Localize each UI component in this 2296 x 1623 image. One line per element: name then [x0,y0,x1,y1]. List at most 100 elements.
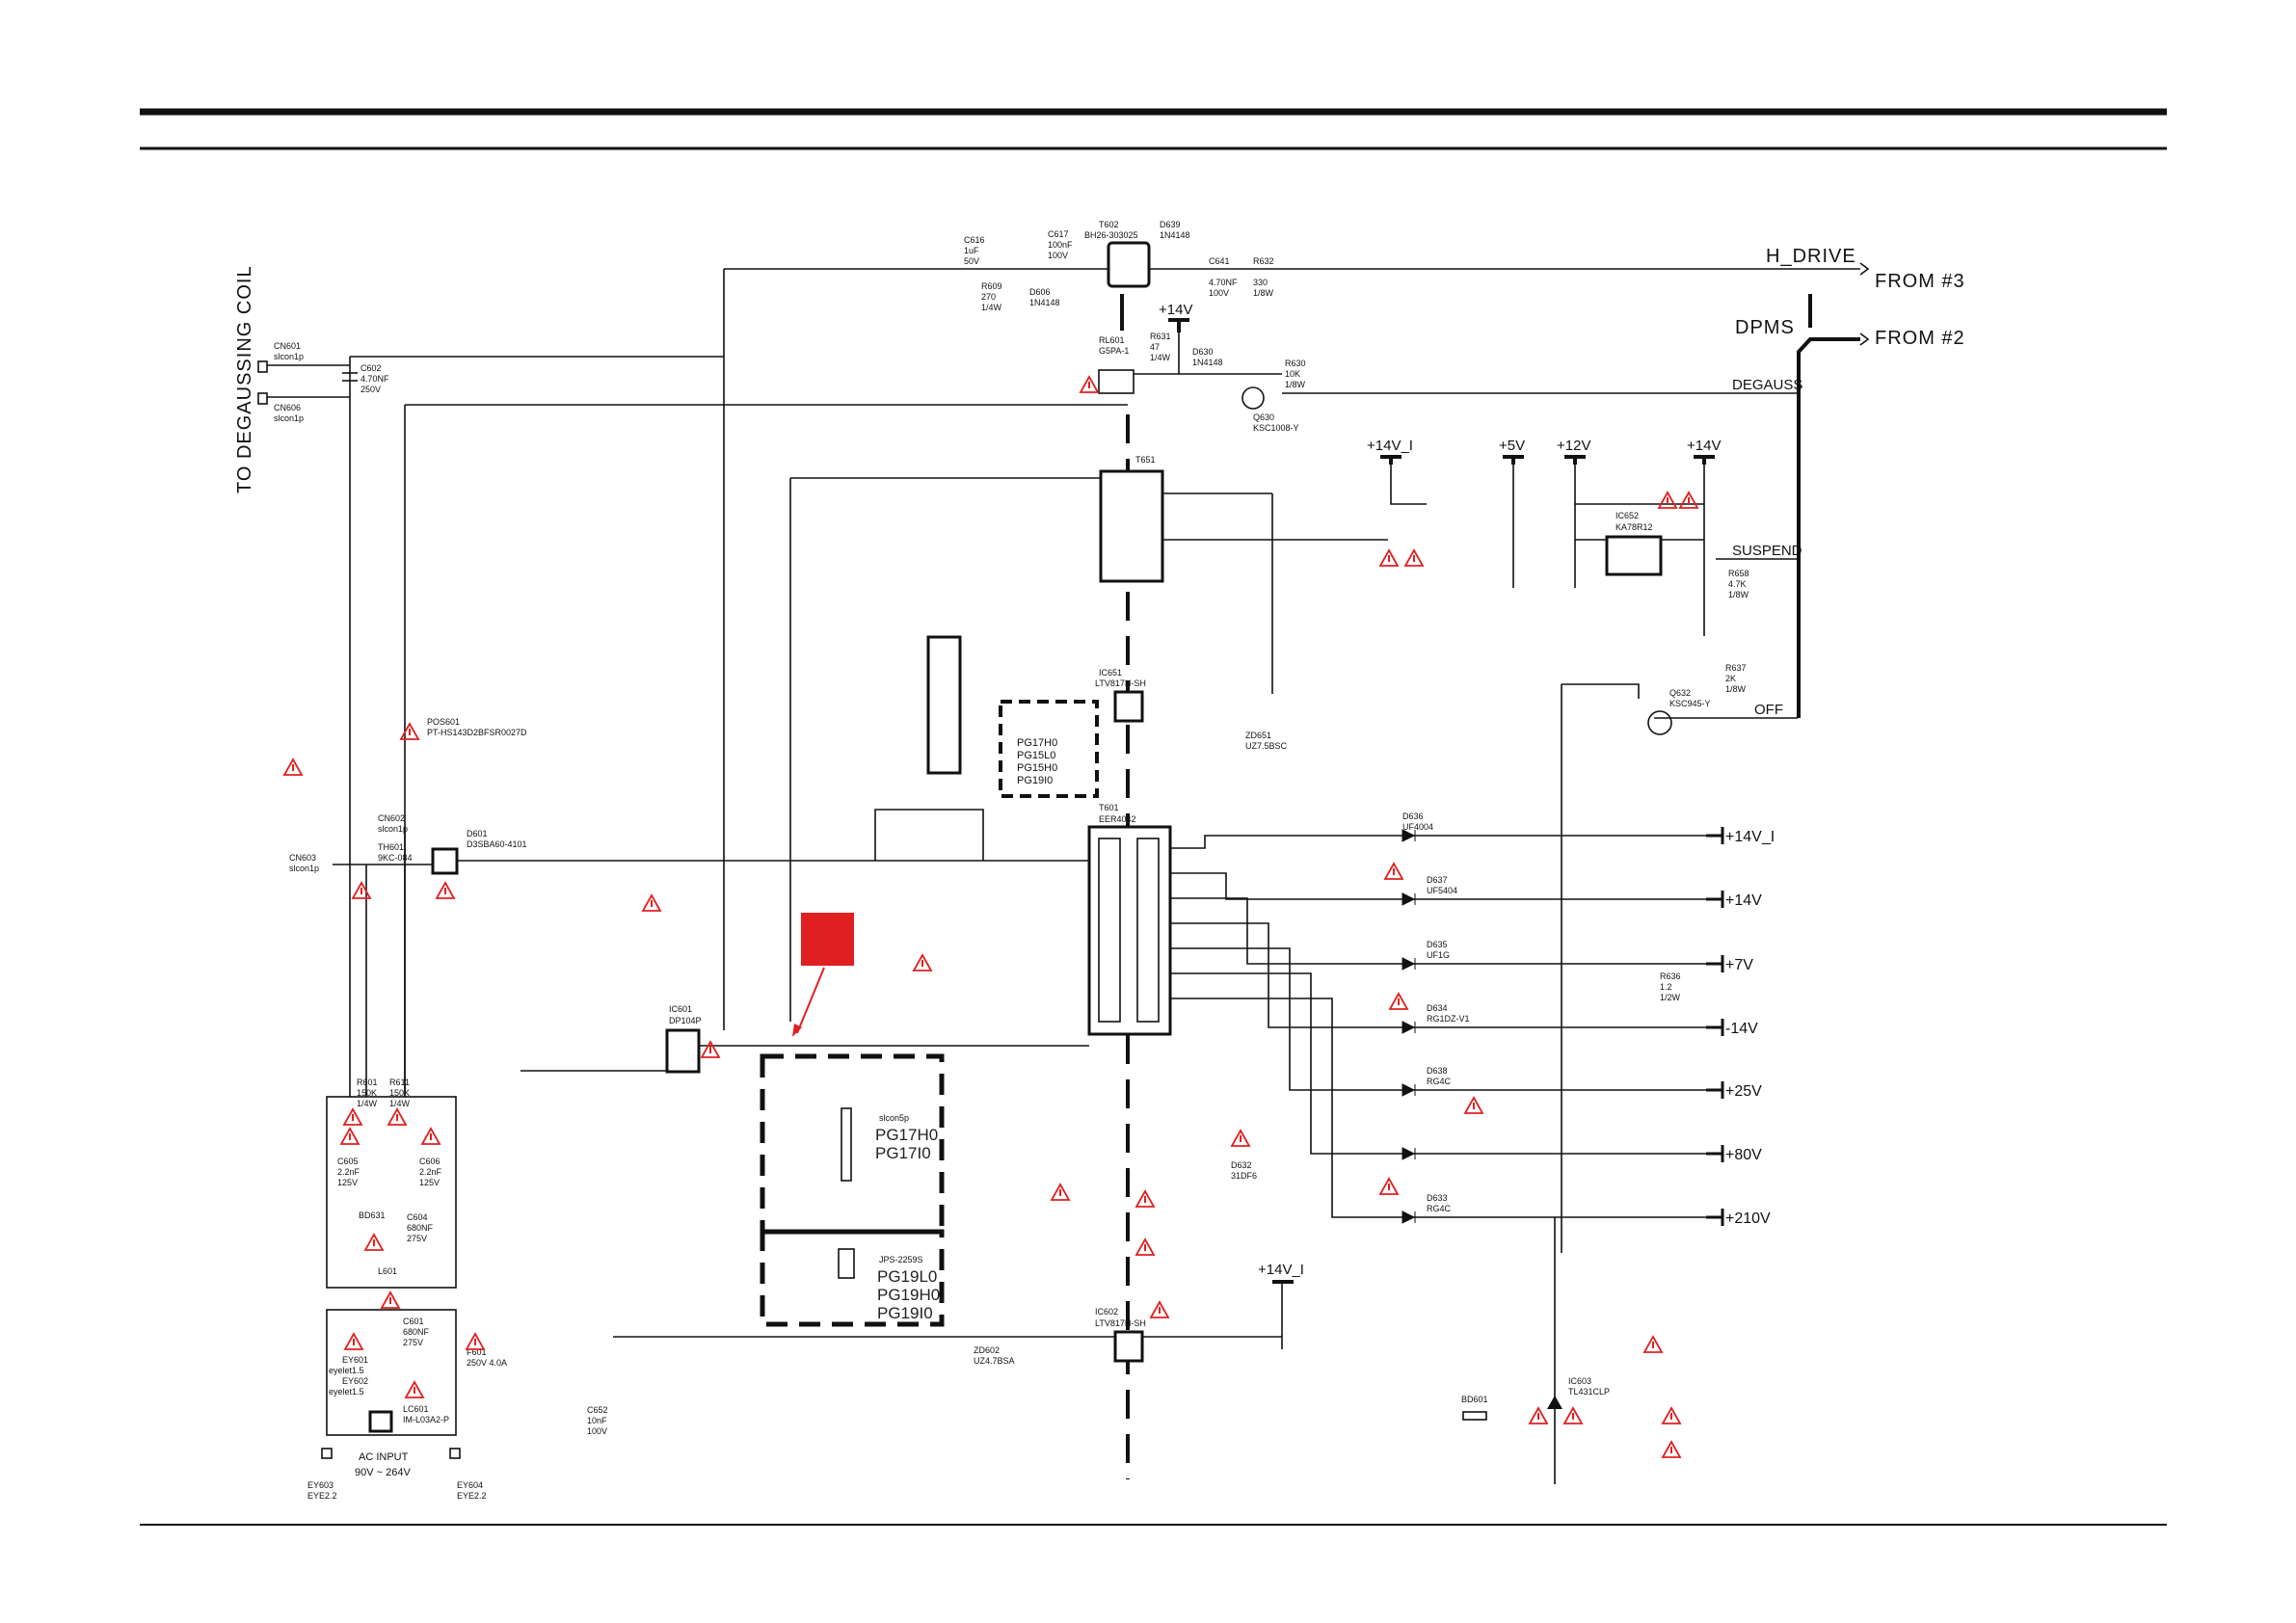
r630-value: 10K [1285,369,1300,379]
zd602-type: UZ4.7BSA [974,1356,1015,1366]
ac-input-range: 90V ~ 264V [355,1467,411,1478]
c606-label: C606 [419,1157,441,1166]
ic602-optocoupler [1113,1330,1144,1363]
bd631-label: BD631 [359,1211,386,1220]
warning-exclamation-icon [360,888,362,894]
rail-terminal-icon [1706,1019,1724,1036]
r601-label: R601 [357,1078,378,1087]
rectifier-diode-icon [1402,829,1416,842]
rail-wire [1170,922,1711,1028]
rail-terminal-icon [1706,955,1724,972]
ey603-label: EY603 [307,1480,334,1490]
control-connector-block [926,635,962,775]
ey603-type: EYE2.2 [307,1491,337,1501]
r637-rating: 1/8W [1725,684,1747,694]
ic652-label: IC652 [1615,511,1639,520]
c616-value: 1uF [964,246,979,255]
r636-rating: 1/2W [1660,993,1681,1002]
warning-exclamation-icon [1398,998,1400,1005]
red-marker-square[interactable] [801,913,854,966]
t601-label: T601 [1099,803,1119,812]
warning-exclamation-icon [396,1114,398,1121]
emi-filter-box [326,1096,457,1289]
cn606-connector [257,392,268,405]
relay-14v-supply: +14V [1159,302,1192,318]
bd601-label: BD601 [1461,1395,1488,1404]
warning-exclamation-icon [1670,1447,1672,1453]
zd651-type: UZ7.5BSC [1245,741,1288,751]
d601-type: D3SBA60-4101 [467,839,527,849]
c601-rating: 275V [403,1338,423,1347]
warning-exclamation-icon [1473,1103,1475,1109]
slcon5p-connector [841,1107,852,1182]
cn601-label: CN601 [274,341,301,351]
d601-label: D601 [467,829,488,838]
warning-exclamation-icon [921,960,923,967]
rectifier-diode-icon [1402,1211,1416,1224]
rectifier-diode-icon [1402,1021,1416,1034]
ic601-label: IC601 [669,1004,692,1014]
d633-type: RG4C [1427,1204,1452,1213]
warning-exclamation-icon [1572,1413,1574,1420]
connector-a-model-2: PG17I0 [875,1144,931,1162]
c605-label: C605 [337,1157,359,1166]
t601-main-transformer [1087,825,1172,1036]
c604-rating: 275V [407,1234,427,1243]
l601-label: L601 [378,1266,397,1276]
t651-ic [1099,469,1164,583]
connector-b-model-1: PG19L0 [877,1267,937,1286]
d636-type: UF4004 [1402,822,1433,832]
connector-option-box-b [760,1229,945,1327]
ey601-label: EY601 [342,1355,368,1365]
warning-icon [363,1233,385,1251]
warning-icon [1135,1237,1156,1256]
rail-terminal-icon [1706,827,1724,844]
red-marker-arrow [796,967,825,1034]
warning-icon [1678,491,1699,509]
rail-label-6: +210V [1725,1211,1771,1227]
h-drive-signal-label: H_DRIVE [1766,246,1856,267]
c602-value: 4.70NF [360,374,389,384]
d638-label: D638 [1427,1066,1448,1076]
warning-icon [399,722,420,740]
d606-label: D606 [1029,287,1051,297]
d630-type: 1N4148 [1192,358,1223,367]
warning-exclamation-icon [651,900,653,907]
warning-icon [1528,1406,1549,1424]
warning-exclamation-icon [1088,382,1090,388]
supply-14v-i-label: +14V_I [1367,438,1413,454]
d601-bridge-rectifier [431,847,459,875]
c652-label: C652 [587,1405,608,1415]
d632-label: D632 [1231,1160,1252,1170]
from-2-label: FROM #2 [1875,328,1965,349]
c617-rating: 100V [1048,251,1068,260]
warning-exclamation-icon [349,1133,351,1140]
lc601-inlet [368,1410,393,1433]
warning-exclamation-icon [1413,555,1415,562]
t651-label: T651 [1135,455,1156,465]
pos601-type: PT-HS143D2BFSR0027D [427,728,527,737]
warning-icon [387,1107,408,1126]
rail-wire [1170,972,1711,1155]
warning-exclamation-icon [444,888,446,894]
ic652-type: KA78R12 [1615,522,1653,532]
th601-label: TH601 [378,842,404,852]
lc601-type: IM-L03A2-P [403,1415,449,1424]
degauss-signal-label: DEGAUSS [1732,377,1802,393]
d635-type: UF1G [1427,950,1450,960]
rail-label-0: +14V_I [1725,829,1775,845]
c605-value: 2.2nF [337,1167,360,1177]
ac-input-label: AC INPUT [359,1451,409,1463]
warning-icon [420,1127,441,1145]
r609-label: R609 [981,281,1002,291]
q630-label: Q630 [1253,412,1274,422]
c641-rating: 100V [1209,288,1229,298]
rail-label-2: +7V [1725,957,1753,973]
cn601-connector [257,360,268,373]
rail-label-5: +80V [1725,1147,1762,1163]
warning-exclamation-icon [1159,1307,1161,1314]
q632-type: KSC945-Y [1669,699,1711,708]
warning-icon [1135,1189,1156,1208]
rail-wire [1170,897,1711,965]
